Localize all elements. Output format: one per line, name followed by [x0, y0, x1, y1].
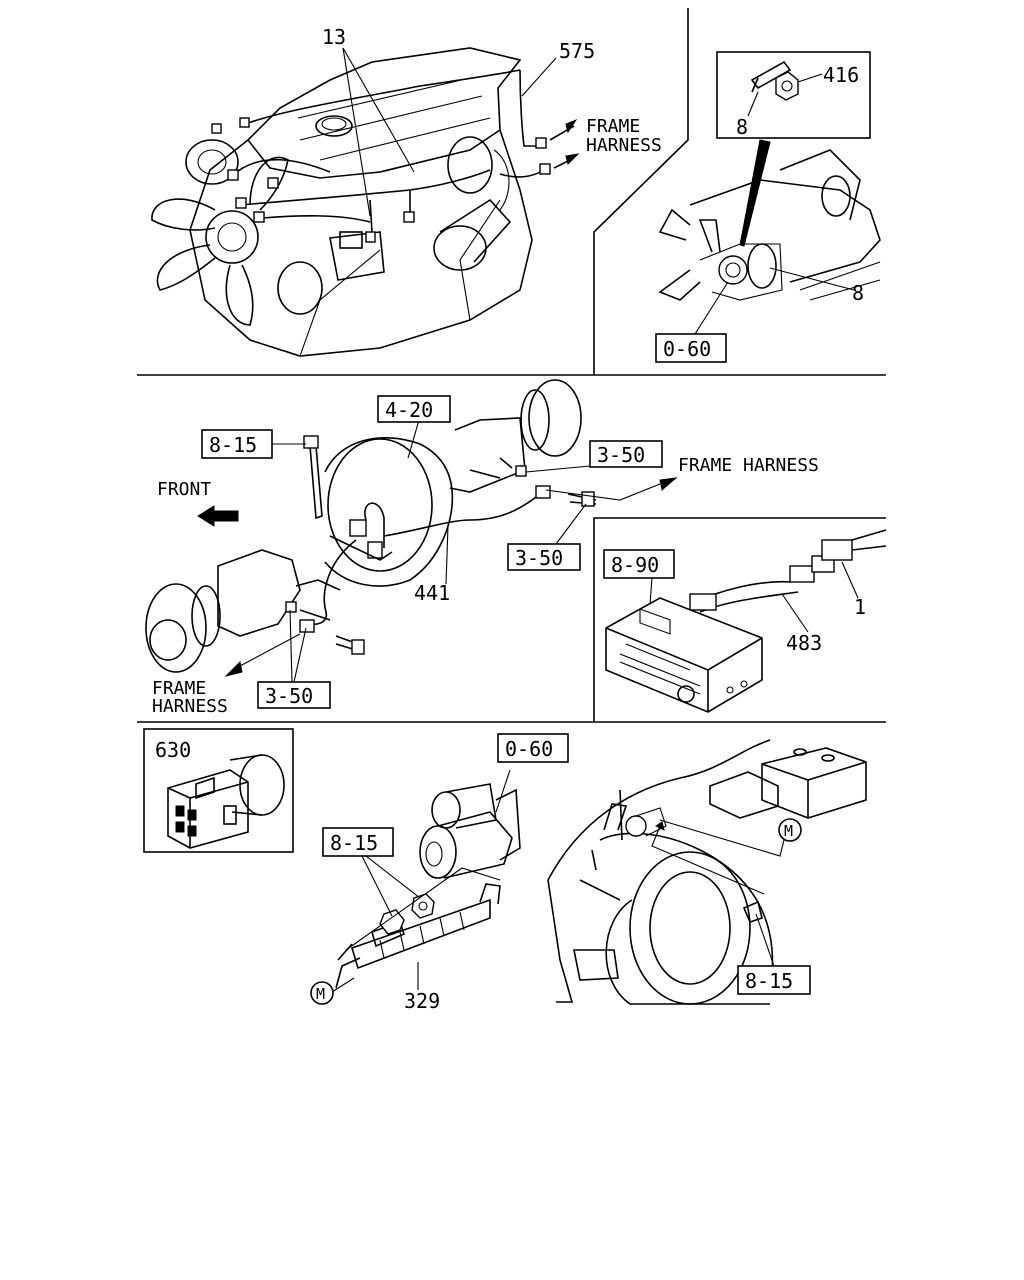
label-frame-harness-bottom-2: HARNESS [152, 696, 228, 717]
label-frame-harness-bottom-1: FRAME [152, 678, 206, 699]
label-13: 13 [322, 25, 346, 49]
ref-box-8-15-bottom-right [737, 965, 811, 995]
ref-3-50-a: 3-50 [597, 443, 645, 467]
ground-m-left: M [316, 985, 325, 1003]
harness-575 [499, 69, 580, 178]
ground-m-right: M [784, 822, 793, 840]
alternator-illustration [658, 139, 881, 335]
ref-8-90: 8-90 [611, 553, 659, 577]
ref-3-50-b: 3-50 [515, 546, 563, 570]
ref-box-8-90 [603, 549, 675, 579]
front-arrow [197, 505, 239, 527]
ref-0-60-bottom: 0-60 [505, 737, 553, 761]
ref-3-50-c: 3-50 [265, 684, 313, 708]
label-575: 575 [559, 39, 595, 63]
ground-mark-left [310, 981, 334, 1005]
ref-box-8-15-mid [201, 429, 273, 459]
label-329: 329 [404, 989, 440, 1013]
ref-8-15-bottom-right: 8-15 [745, 969, 793, 993]
ref-box-3-50-c [257, 681, 331, 709]
label-frame-harness-top-2: HARNESS [586, 135, 662, 156]
label-frame-harness-top-1: FRAME [586, 116, 640, 137]
ref-box-0-60-top [655, 333, 727, 363]
label-front: FRONT [157, 479, 211, 500]
ref-box-8-15-bottom-left [322, 827, 394, 857]
engine-illustration [151, 47, 533, 357]
ref-4-20: 4-20 [385, 398, 433, 422]
ref-box-3-50-a [589, 440, 663, 468]
ref-box-4-20 [377, 395, 451, 423]
panel-dividers [137, 8, 886, 723]
label-8-inset: 8 [736, 115, 748, 139]
cable-329 [331, 855, 501, 993]
ref-0-60-top: 0-60 [663, 337, 711, 361]
label-483: 483 [786, 631, 822, 655]
label-441: 441 [414, 581, 450, 605]
radio-illustration [605, 529, 887, 713]
leaders-middle [224, 419, 678, 683]
chassis-illustration [547, 739, 867, 1005]
axle-illustration [145, 379, 597, 673]
inset-box-416 [716, 51, 871, 139]
label-416: 416 [823, 63, 859, 87]
inset-box-630 [143, 728, 294, 853]
label-630: 630 [155, 738, 191, 762]
ref-8-15-mid: 8-15 [209, 433, 257, 457]
ref-box-0-60-bottom [497, 733, 569, 763]
ground-mark-right [778, 818, 802, 842]
ref-box-3-50-b [507, 543, 581, 571]
label-1: 1 [854, 595, 866, 619]
label-frame-harness-mid: FRAME HARNESS [678, 455, 819, 476]
leaders-top-left [342, 47, 557, 217]
starter-illustration [419, 769, 521, 879]
ref-8-15-bottom-left: 8-15 [330, 831, 378, 855]
label-8-right: 8 [852, 281, 864, 305]
